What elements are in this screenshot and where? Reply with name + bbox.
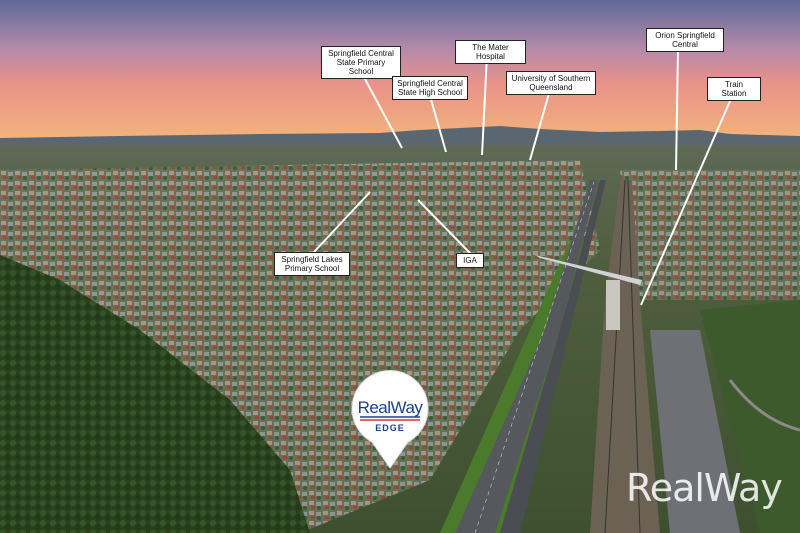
label-train-station: Train Station bbox=[707, 77, 761, 101]
pin-brand-title: RealWay bbox=[357, 398, 423, 417]
label-orion: Orion Springfield Central bbox=[646, 28, 724, 52]
label-springfield-lakes-primary: Springfield Lakes Primary School bbox=[274, 252, 350, 276]
label-usq: University of Southern Queensland bbox=[506, 71, 596, 95]
map-pin-icon bbox=[351, 370, 429, 469]
label-iga: IGA bbox=[456, 253, 484, 268]
label-springfield-central-primary: Springfield Central State Primary School bbox=[321, 46, 401, 79]
label-mater-hospital: The Mater Hospital bbox=[455, 40, 526, 64]
realway-watermark: RealWay bbox=[626, 466, 783, 510]
label-springfield-central-high: Springfield Central State High School bbox=[392, 76, 468, 100]
pin-brand-subtitle: EDGE bbox=[375, 423, 405, 433]
property-location-pin: RealWay EDGE bbox=[350, 370, 430, 470]
